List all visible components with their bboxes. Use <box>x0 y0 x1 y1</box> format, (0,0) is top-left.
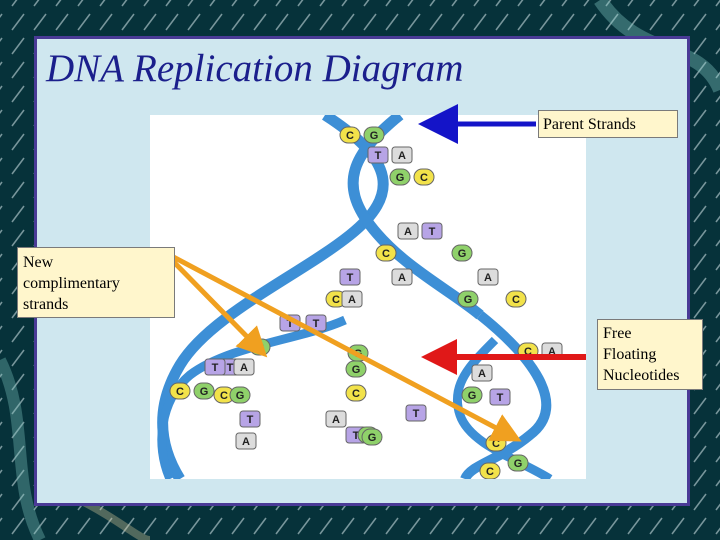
nucleotide-G: G <box>361 428 383 446</box>
nucleotide-G: G <box>457 290 479 308</box>
svg-text:A: A <box>332 414 340 426</box>
nucleotide-A: A <box>391 146 413 164</box>
new-strands-label-line-3: strands <box>23 296 69 313</box>
svg-text:G: G <box>396 172 405 184</box>
svg-text:C: C <box>420 172 428 184</box>
nucleotide-T: T <box>339 268 361 286</box>
free-nucleotides-callout: Free Floating Nucleotides <box>597 319 703 390</box>
svg-text:G: G <box>352 364 361 376</box>
nucleotide-A: A <box>397 222 419 240</box>
nucleotide-G: G <box>363 126 385 144</box>
nucleotide-C: C <box>413 168 435 186</box>
nucleotide-A: A <box>391 268 413 286</box>
free-nucleotides-label-line-3: Nucleotides <box>603 367 680 384</box>
nucleotide-G: G <box>347 344 369 362</box>
svg-text:T: T <box>247 414 254 426</box>
nucleotide-T: T <box>279 314 301 332</box>
svg-text:C: C <box>512 294 520 306</box>
nucleotide-C: C <box>479 462 501 480</box>
svg-text:C: C <box>346 130 354 142</box>
nucleotide-C: C <box>345 384 367 402</box>
nucleotide-T: T <box>489 388 511 406</box>
nucleotide-A: A <box>235 432 257 450</box>
slide-title: DNA Replication Diagram <box>46 47 464 90</box>
svg-text:G: G <box>514 458 523 470</box>
svg-text:A: A <box>398 150 406 162</box>
svg-text:T: T <box>287 318 294 330</box>
dna-diagram-image: CGTAGCATCGTAAGCGCATTGTCGTACGGCCATTGATGCG… <box>150 110 586 483</box>
svg-text:T: T <box>227 362 234 374</box>
svg-text:G: G <box>256 342 265 354</box>
nucleotide-G: G <box>249 338 271 356</box>
svg-text:G: G <box>368 432 377 444</box>
svg-text:A: A <box>240 362 248 374</box>
nucleotide-C: C <box>169 382 191 400</box>
nucleotide-A: A <box>325 410 347 428</box>
svg-text:A: A <box>484 272 492 284</box>
nucleotide-G: G <box>389 168 411 186</box>
new-strands-callout: New complimentary strands <box>17 247 175 318</box>
nucleotide-A: A <box>541 342 563 360</box>
svg-text:C: C <box>486 466 494 478</box>
svg-text:C: C <box>220 390 228 402</box>
svg-text:C: C <box>176 386 184 398</box>
svg-text:A: A <box>348 294 356 306</box>
svg-text:A: A <box>398 272 406 284</box>
svg-text:T: T <box>413 408 420 420</box>
svg-text:G: G <box>354 348 363 360</box>
nucleotide-G: G <box>451 244 473 262</box>
nucleotide-T: T <box>239 410 261 428</box>
svg-text:T: T <box>313 318 320 330</box>
svg-text:C: C <box>332 294 340 306</box>
svg-text:G: G <box>464 294 473 306</box>
nucleotide-C: C <box>375 244 397 262</box>
parent-strands-callout: Parent Strands <box>538 110 678 138</box>
new-strands-label-line-1: New <box>23 254 54 271</box>
svg-text:T: T <box>212 362 219 374</box>
helix-strand-right-b <box>452 336 553 483</box>
svg-text:A: A <box>404 226 412 238</box>
nucleotide-T: T <box>421 222 443 240</box>
nucleotide-T: T <box>204 358 226 376</box>
nucleotide-C: C <box>485 434 507 452</box>
nucleotide-A: A <box>233 358 255 376</box>
svg-text:G: G <box>236 390 245 402</box>
svg-text:G: G <box>468 390 477 402</box>
free-nucleotides-label-line-1: Free <box>603 325 632 342</box>
svg-text:A: A <box>242 436 250 448</box>
nucleotide-A: A <box>471 364 493 382</box>
nucleotide-G: G <box>461 386 483 404</box>
parent-strands-label: Parent Strands <box>543 116 636 133</box>
svg-text:G: G <box>458 248 467 260</box>
nucleotide-A: A <box>477 268 499 286</box>
nucleotide-T: T <box>367 146 389 164</box>
nucleotide-C: C <box>505 290 527 308</box>
svg-text:T: T <box>375 150 382 162</box>
svg-text:C: C <box>382 248 390 260</box>
svg-text:T: T <box>347 272 354 284</box>
nucleotide-C: C <box>339 126 361 144</box>
nucleotide-G: G <box>193 382 215 400</box>
nucleotide-G: G <box>345 360 367 378</box>
nucleotide-T: T <box>305 314 327 332</box>
svg-text:T: T <box>429 226 436 238</box>
svg-text:A: A <box>478 368 486 380</box>
nucleotide-C: C <box>517 342 539 360</box>
svg-text:T: T <box>497 392 504 404</box>
svg-text:G: G <box>200 386 209 398</box>
svg-text:C: C <box>352 388 360 400</box>
nucleotide-A: A <box>341 290 363 308</box>
svg-text:A: A <box>548 346 556 358</box>
svg-text:C: C <box>492 438 500 450</box>
dna-helix-illustration: CGTAGCATCGTAAGCGCATTGTCGTACGGCCATTGATGCG… <box>157 110 563 483</box>
nucleotide-G: G <box>507 454 529 472</box>
nucleotide-G: G <box>229 386 251 404</box>
svg-text:G: G <box>370 130 379 142</box>
new-strands-label-line-2: complimentary <box>23 275 120 292</box>
svg-text:C: C <box>524 346 532 358</box>
nucleotide-T: T <box>405 404 427 422</box>
free-nucleotides-label-line-2: Floating <box>603 346 657 363</box>
